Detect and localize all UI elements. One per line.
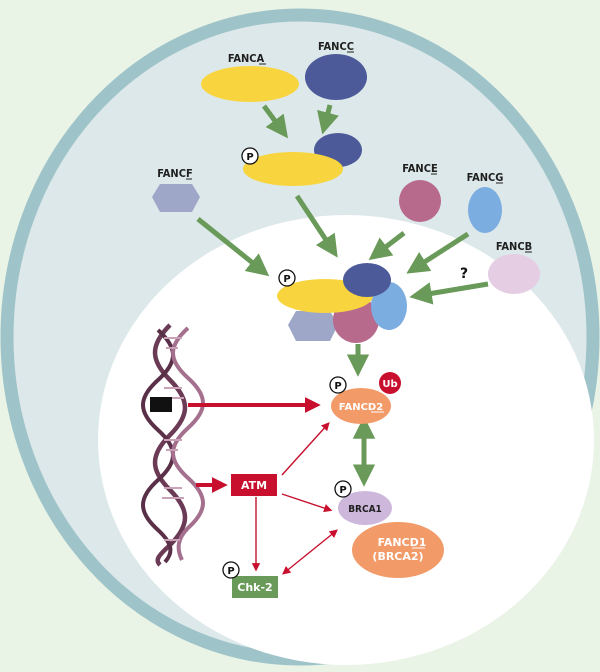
phospho-badge-chk2 xyxy=(222,561,240,579)
brca1-protein xyxy=(338,491,392,525)
fance-protein xyxy=(399,180,441,222)
fancc-label: FANCC xyxy=(318,40,354,53)
phospho-label-brca1: P xyxy=(339,485,346,496)
atm-box xyxy=(231,474,277,496)
fancd1-label: FANCD1 xyxy=(378,536,427,549)
phospho-badge-brca1 xyxy=(334,480,352,498)
atm-label: ATM xyxy=(241,479,267,492)
red-arrows xyxy=(188,397,338,575)
phospho-badge-core xyxy=(278,269,296,287)
phospho-label-fanca: P xyxy=(246,152,253,163)
fancd1-protein xyxy=(352,522,444,578)
dna-damage-block xyxy=(150,397,172,412)
phospho-label-fancd2: P xyxy=(334,381,341,392)
dna-helix xyxy=(141,323,205,567)
fa-core-complex: P xyxy=(277,263,407,343)
fancb-protein xyxy=(488,254,540,294)
chk2-box xyxy=(232,576,278,598)
fancf-label: FANCF xyxy=(157,167,192,180)
fancd2-protein xyxy=(331,388,391,424)
nucleus xyxy=(98,215,594,665)
ubiquitin-label: Ub xyxy=(382,379,397,390)
phospho-badge-fanca xyxy=(241,147,259,165)
fancf-in-complex xyxy=(288,311,338,341)
fancc-core xyxy=(343,263,391,297)
fanca-protein xyxy=(201,66,299,102)
green-arrows xyxy=(196,104,489,487)
phospho-label-core: P xyxy=(283,274,290,285)
fancg-label: FANCG xyxy=(467,171,504,184)
phospho-badge-fancd2 xyxy=(329,376,347,394)
fancc-protein xyxy=(305,54,367,100)
fanca-label: FANCA xyxy=(228,52,265,65)
fancf-protein xyxy=(152,184,200,212)
brca2-label: (BRCA2) xyxy=(372,550,423,563)
fancb-label: FANCB xyxy=(496,240,532,253)
fancd2-label: FANCD2 xyxy=(339,402,383,413)
unknown-mark: ? xyxy=(460,266,468,282)
chk2-label: Chk-2 xyxy=(237,581,272,594)
fancg-protein xyxy=(468,187,502,233)
phospho-label-chk2: P xyxy=(227,566,234,577)
fanca-in-complex xyxy=(243,152,343,186)
ubiquitin-badge xyxy=(379,372,401,394)
brca1-label: BRCA1 xyxy=(348,504,382,515)
fance-label: FANCE xyxy=(402,162,438,175)
